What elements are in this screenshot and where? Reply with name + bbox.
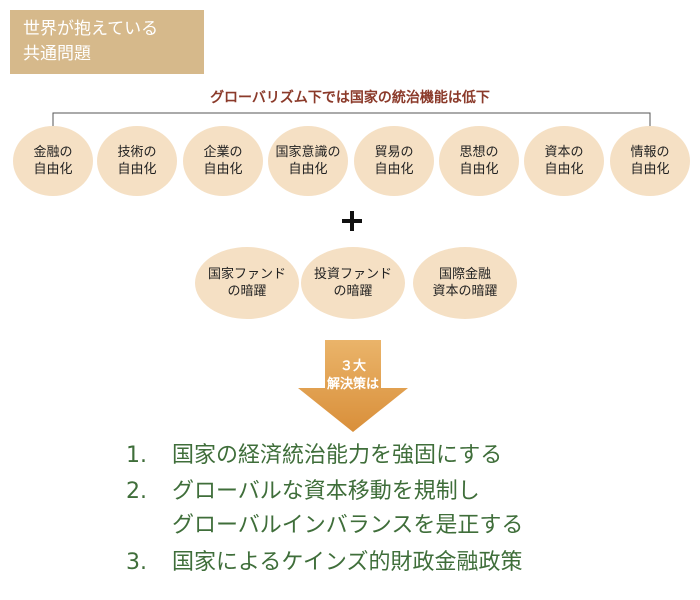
subtitle: グローバリズム下では国家の統治機能は低下 <box>210 90 490 106</box>
ellipse-trade-liberalization: 貿易の 自由化 <box>354 126 434 196</box>
ellipse-line-2: 自由化 <box>203 162 243 177</box>
ellipse-line-2: 自由化 <box>288 162 328 177</box>
ellipse-line-1: 技術の <box>117 145 157 160</box>
bracket-connector <box>52 112 651 126</box>
ellipse-line-1: 国家ファンド <box>207 267 286 282</box>
solution-item-2-continued: グローバルインバランスを是正する <box>126 511 523 541</box>
arrow-label-line-2: 解決策は <box>326 377 379 392</box>
ellipse-line-1: 投資ファンド <box>313 267 392 282</box>
ellipse-line-2: 自由化 <box>117 162 157 177</box>
ellipse-line-2: 自由化 <box>630 162 670 177</box>
ellipse-corporate-liberalization: 企業の 自由化 <box>183 126 263 196</box>
ellipse-line-2: 自由化 <box>374 162 414 177</box>
ellipse-line-1: 貿易の <box>374 145 414 160</box>
ellipse-financial-liberalization: 金融の 自由化 <box>13 126 93 196</box>
solution-item-2: 2. グローバルな資本移動を規制し <box>126 477 480 507</box>
ellipse-line-2: の暗躍 <box>227 284 267 299</box>
ellipse-line-1: 情報の <box>630 145 670 160</box>
ellipse-sovereign-fund: 国家ファンド の暗躍 <box>195 247 299 319</box>
solution-text: グローバルな資本移動を規制し <box>172 479 480 504</box>
plus-icon <box>342 211 362 231</box>
ellipse-line-1: 資本の <box>544 145 584 160</box>
ellipse-capital-liberalization: 資本の 自由化 <box>524 126 604 196</box>
ellipse-line-2: 資本の暗躍 <box>432 284 498 299</box>
ellipse-national-identity-liberalization: 国家意識の 自由化 <box>268 126 348 196</box>
title-box: 世界が抱えている 共通問題 <box>10 10 204 74</box>
solution-item-1: 1. 国家の経済統治能力を強固にする <box>126 441 502 471</box>
title-line-2: 共通問題 <box>23 44 91 64</box>
solution-number: 1. <box>126 443 147 468</box>
ellipse-line-1: 企業の <box>203 145 243 160</box>
title-line-1: 世界が抱えている <box>23 19 159 39</box>
down-arrow-icon <box>298 340 408 432</box>
solution-number: 2. <box>126 479 147 504</box>
ellipse-line-1: 国家意識の <box>275 145 341 160</box>
arrow-label-line-1: ３大 <box>339 359 366 374</box>
ellipse-line-2: 自由化 <box>459 162 499 177</box>
ellipse-line-2: の暗躍 <box>333 284 373 299</box>
ellipse-information-liberalization: 情報の 自由化 <box>610 126 690 196</box>
solution-text: 国家によるケインズ的財政金融政策 <box>172 550 523 575</box>
ellipse-technology-liberalization: 技術の 自由化 <box>97 126 177 196</box>
solution-number: 3. <box>126 550 147 575</box>
solution-text: グローバルインバランスを是正する <box>172 513 524 538</box>
solution-item-3: 3. 国家によるケインズ的財政金融政策 <box>126 548 522 578</box>
ellipse-line-1: 思想の <box>459 145 499 160</box>
solution-text: 国家の経済統治能力を強固にする <box>172 443 503 468</box>
ellipse-line-2: 自由化 <box>33 162 73 177</box>
ellipse-international-finance-capital: 国際金融 資本の暗躍 <box>413 247 517 319</box>
ellipse-investment-fund: 投資ファンド の暗躍 <box>301 247 405 319</box>
ellipse-line-2: 自由化 <box>544 162 584 177</box>
ellipse-line-1: 国際金融 <box>438 267 491 282</box>
ellipse-thought-liberalization: 思想の 自由化 <box>439 126 519 196</box>
ellipse-line-1: 金融の <box>33 145 73 160</box>
